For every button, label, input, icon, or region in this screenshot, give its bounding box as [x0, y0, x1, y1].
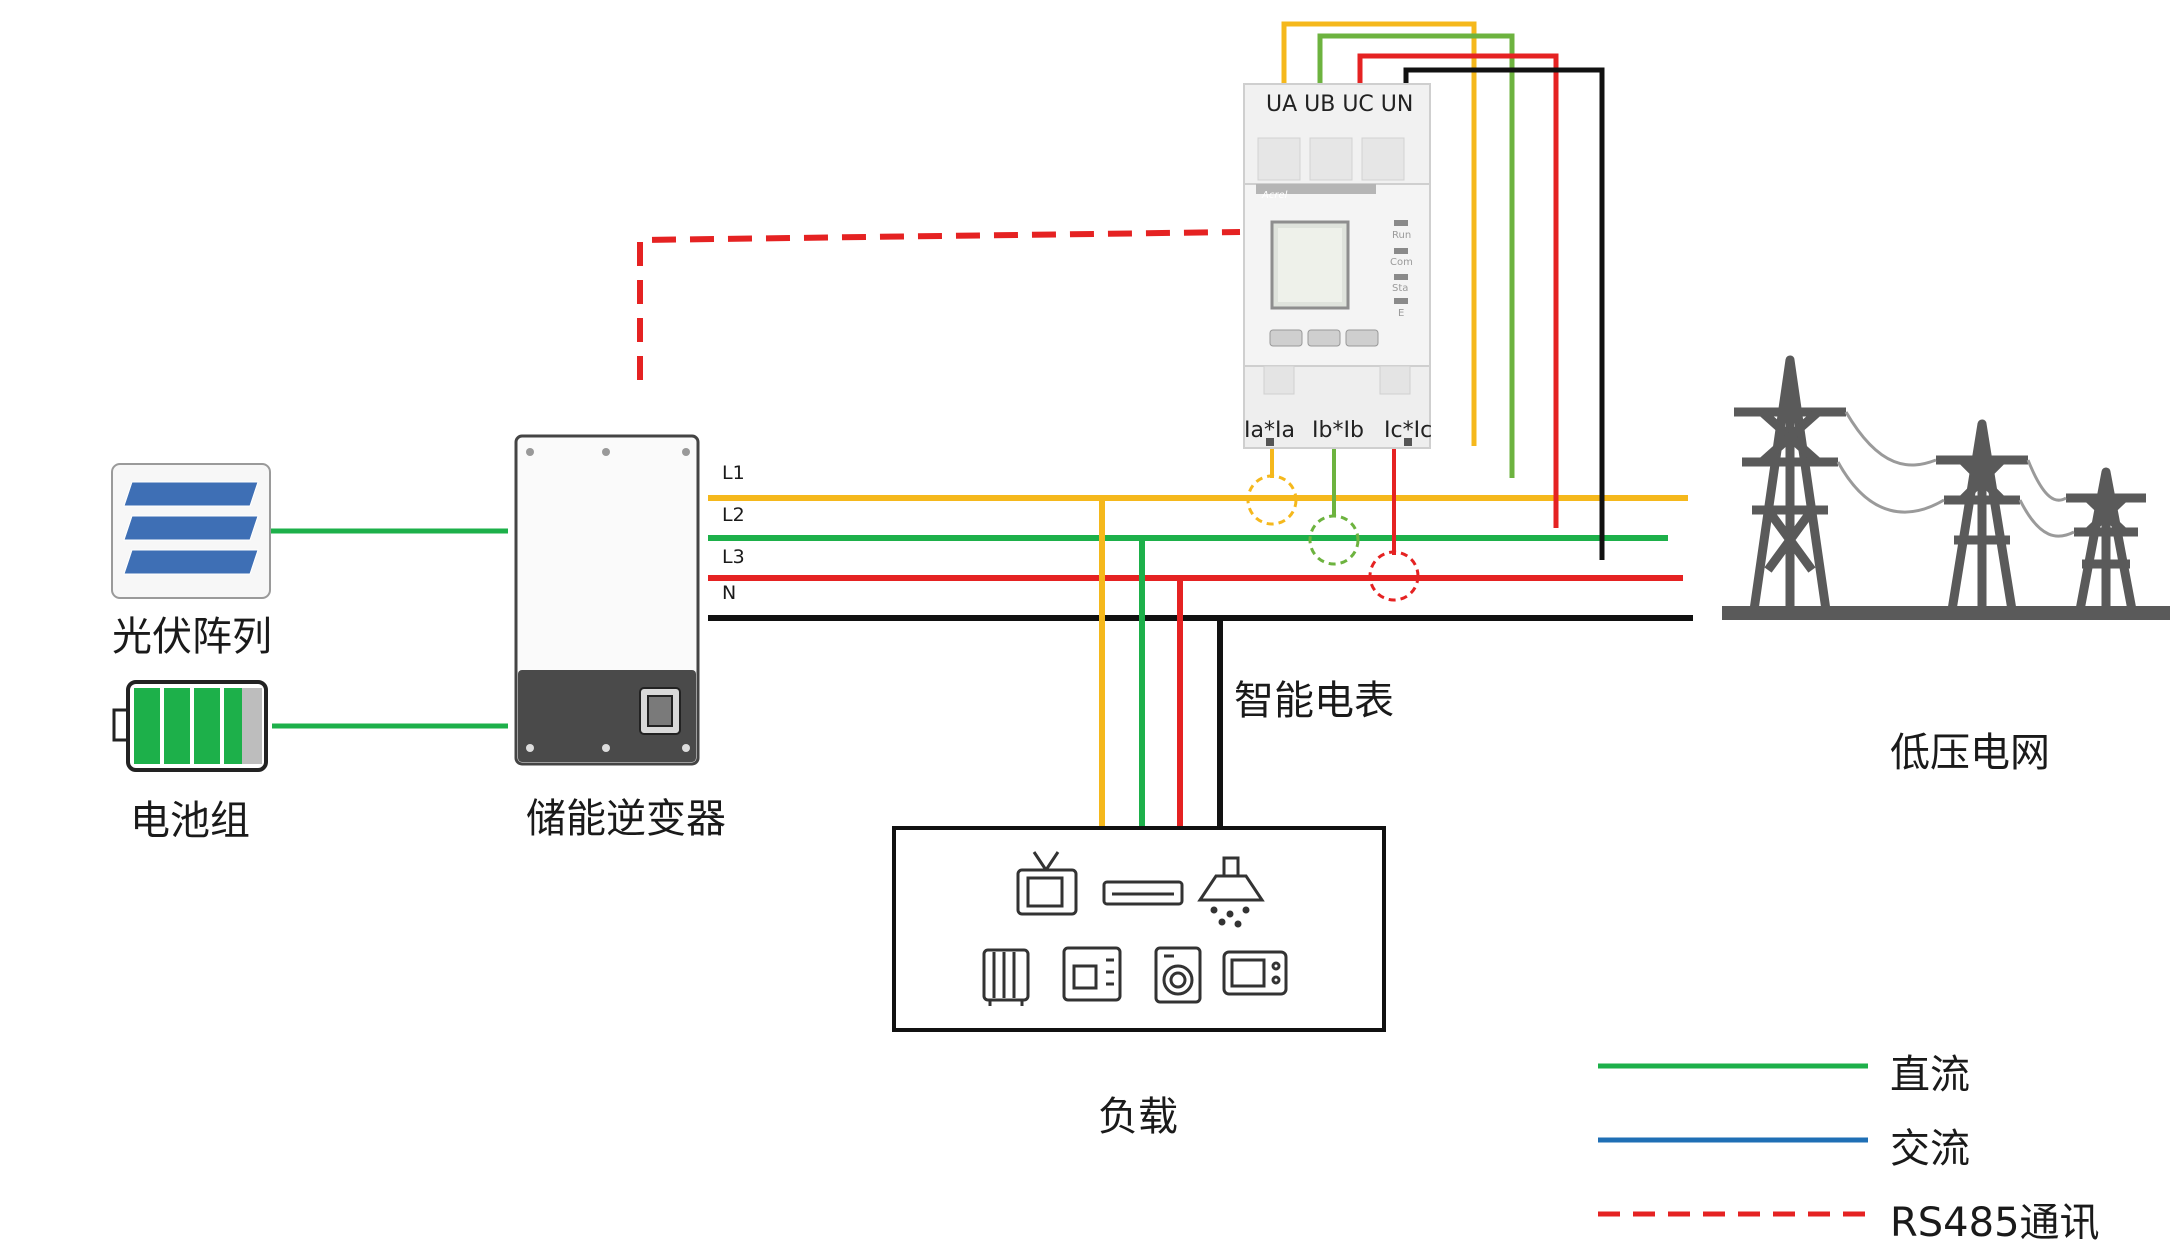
- load-label: 负载: [1098, 1094, 1178, 1140]
- storage-inverter: [514, 434, 700, 766]
- voltage-wire-ub: [1317, 33, 1515, 478]
- bus-label-n: N: [722, 582, 737, 604]
- pv-array-label: 光伏阵列: [112, 614, 272, 660]
- smart-meter: [1243, 83, 1431, 449]
- indicator-run: Run: [1392, 230, 1412, 241]
- rs485-link: [637, 229, 1241, 380]
- grid-label: 低压电网: [1890, 730, 2050, 776]
- voltage-wire-un: [1403, 67, 1605, 560]
- voltage-wire-uc: [1357, 53, 1559, 528]
- indicator-com: Com: [1390, 257, 1413, 268]
- ct-a: [1246, 474, 1298, 526]
- indicator-sta: Sta: [1392, 283, 1409, 294]
- meter-terminal-ic: Ic*Ic: [1384, 418, 1433, 443]
- ct-c: [1368, 550, 1420, 602]
- range-hood-icon: [1197, 856, 1265, 928]
- battery-icon: [112, 680, 268, 772]
- indicator-e: E: [1398, 308, 1405, 319]
- load-box: [892, 826, 1386, 1032]
- bus-label-l1: L1: [722, 462, 745, 484]
- meter-terminal-ia: Ia*Ia: [1244, 418, 1295, 443]
- air-conditioner-icon: [1102, 880, 1184, 906]
- legend-label-ac: 交流: [1890, 1126, 1970, 1172]
- meter-label: 智能电表: [1234, 678, 1394, 724]
- inverter-label: 储能逆变器: [526, 796, 726, 842]
- tv-icon: [1016, 851, 1078, 916]
- pv-array-icon: [111, 463, 271, 599]
- ground-line: [1722, 606, 2170, 620]
- coffee-maker-icon: [1062, 946, 1122, 1002]
- battery-label: 电池组: [130, 798, 250, 844]
- meter-brand: Acrel: [1262, 190, 1288, 201]
- radiator-icon: [982, 948, 1030, 1006]
- power-cables: [1836, 411, 2075, 538]
- ct-b: [1308, 514, 1360, 566]
- voltage-wire-ua: [1281, 21, 1477, 446]
- legend-label-dc: 直流: [1890, 1052, 1970, 1098]
- legend-label-rs485: RS485通讯: [1890, 1200, 2100, 1246]
- power-tower-icon: [1734, 355, 2146, 611]
- washing-machine-icon: [1154, 946, 1202, 1004]
- bus-label-l2: L2: [722, 504, 745, 526]
- meter-terminal-ib: Ib*Ib: [1312, 418, 1364, 443]
- microwave-icon: [1222, 950, 1288, 996]
- meter-voltage-terminals: UA UB UC UN: [1266, 92, 1414, 117]
- bus-label-l3: L3: [722, 546, 745, 568]
